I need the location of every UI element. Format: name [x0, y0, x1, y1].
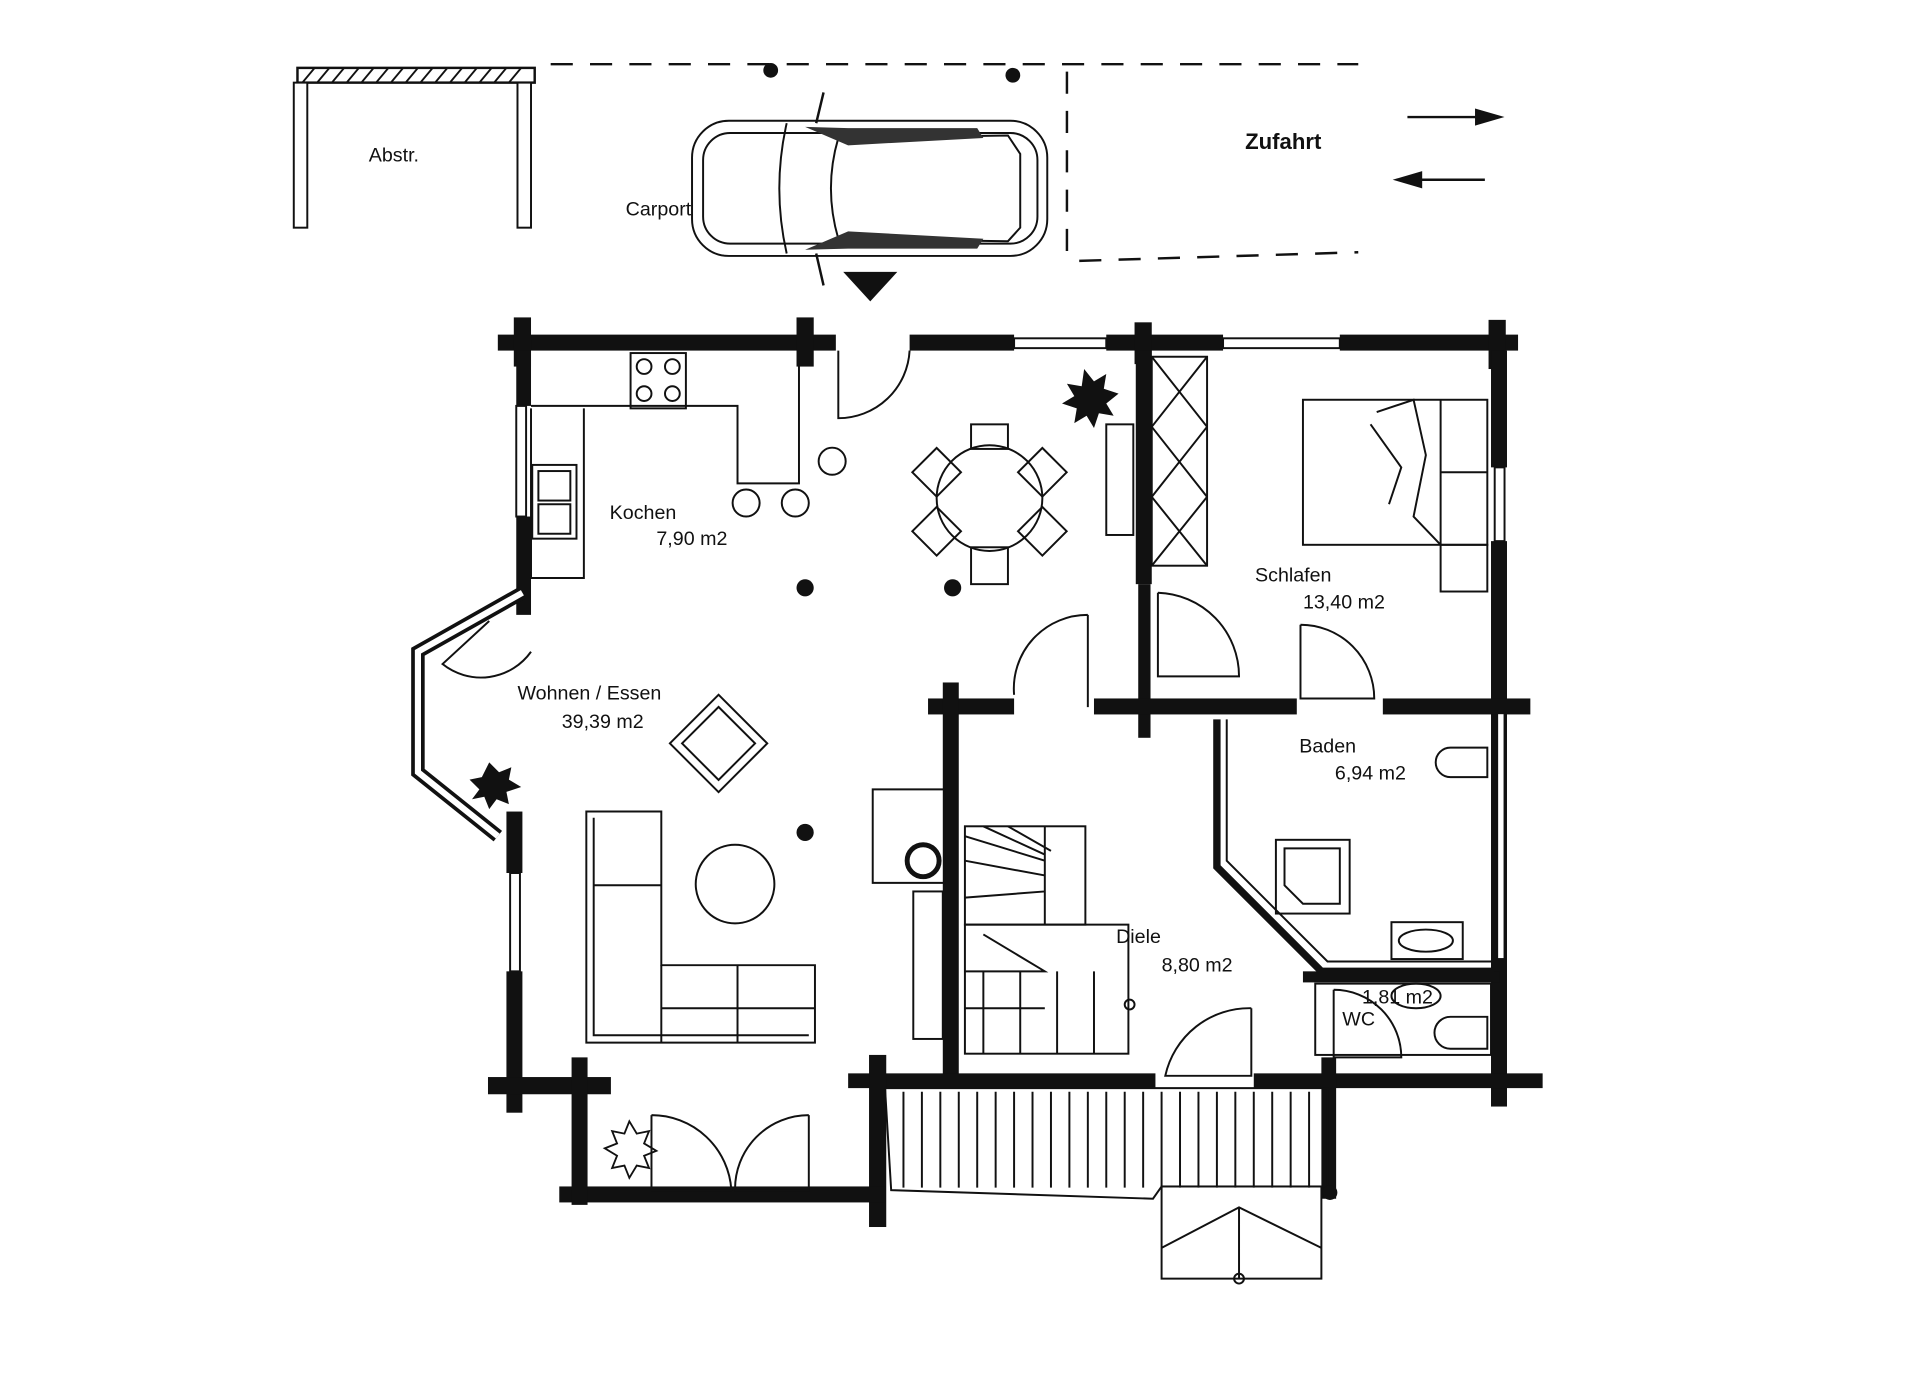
walls	[487, 317, 1543, 1228]
driveway-label: Zufahrt	[1245, 129, 1322, 154]
car-icon	[691, 92, 1049, 286]
columns	[796, 579, 962, 842]
bath-fixtures	[1213, 719, 1494, 1056]
wc-area: 1,81 m2	[1362, 986, 1433, 1008]
bath-name: Baden	[1299, 736, 1356, 758]
windows	[509, 337, 1506, 973]
living-name: Wohnen / Essen	[517, 683, 661, 705]
bath-area: 6,94 m2	[1335, 763, 1406, 785]
staircase	[963, 825, 1136, 1055]
arrow-right-icon	[1407, 108, 1505, 126]
living-area: 39,39 m2	[562, 711, 644, 733]
doors	[441, 350, 1403, 1192]
bedroom-area: 13,40 m2	[1303, 592, 1385, 614]
hall-name: Diele	[1116, 926, 1161, 948]
storage-label: Abstr.	[369, 144, 419, 166]
kitchen-name: Kochen	[610, 502, 677, 524]
carport-label: Carport	[626, 198, 692, 220]
storage-shed: Abstr.	[292, 66, 536, 229]
carport: Carport Zufahrt	[550, 62, 1505, 302]
wc-name: WC	[1342, 1008, 1375, 1030]
arrow-left-icon	[1392, 171, 1485, 189]
living-furniture	[585, 693, 816, 1044]
kitchen-area: 7,90 m2	[656, 528, 727, 550]
entry-deck	[883, 1087, 1329, 1285]
sideboard	[1105, 423, 1135, 536]
bed	[1301, 398, 1489, 593]
hall-area: 8,80 m2	[1162, 954, 1233, 976]
wardrobe	[1150, 355, 1209, 567]
plant-icon	[469, 369, 1119, 1180]
kitchen-counter	[530, 352, 847, 579]
stove-icon	[871, 788, 946, 1040]
entrance-arrow-icon	[843, 271, 898, 302]
dining-table	[910, 423, 1069, 586]
deck-posts	[1322, 1185, 1338, 1200]
bedroom-name: Schlafen	[1255, 565, 1331, 587]
